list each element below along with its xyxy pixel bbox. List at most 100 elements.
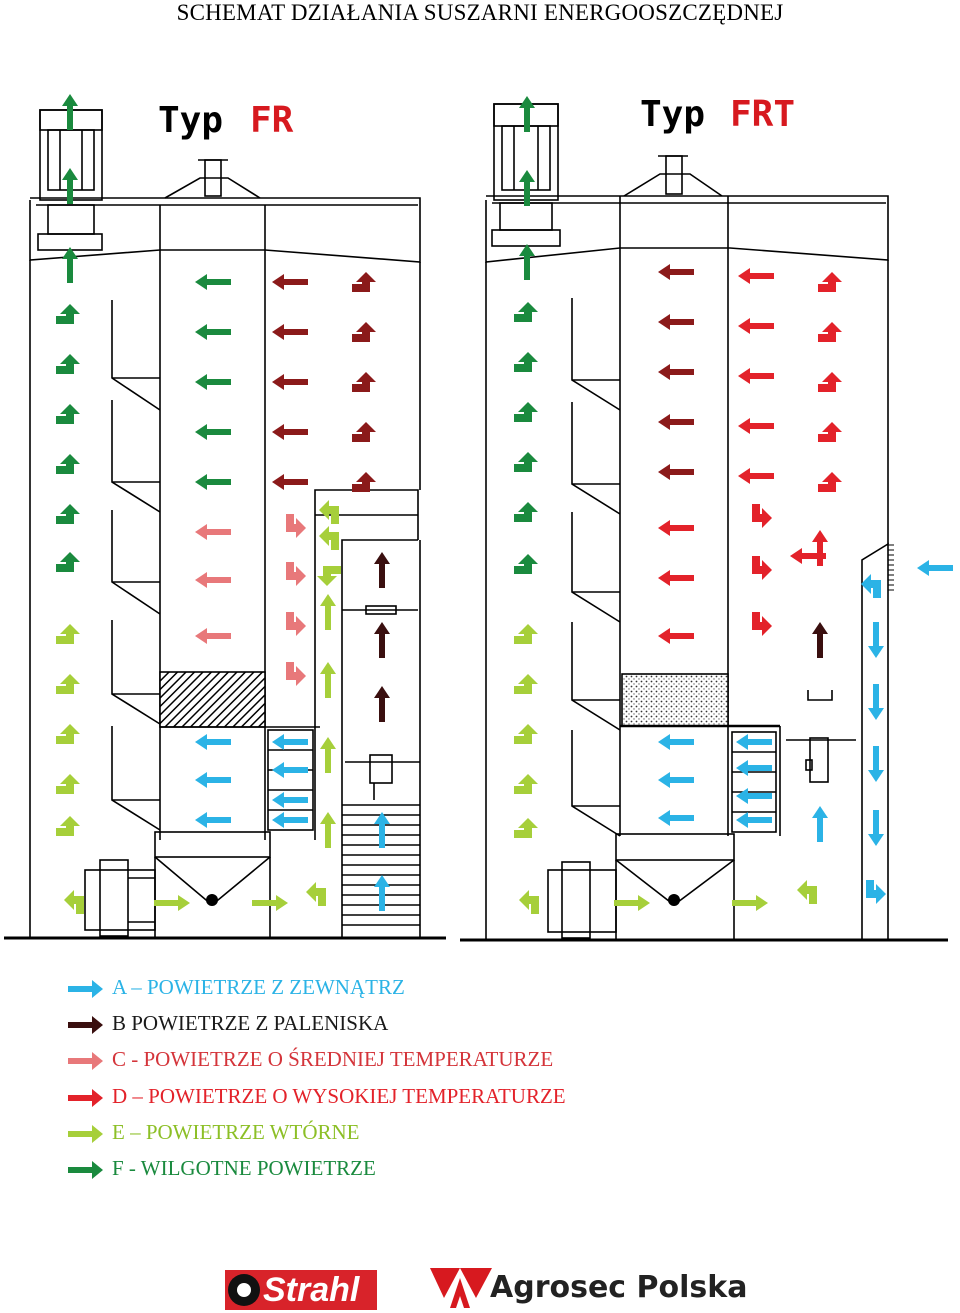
agrosec-logo-text: Agrosec Polska (490, 1270, 748, 1305)
airflow-arrow-81 (658, 364, 694, 380)
page-title: SCHEMAT DZIAŁANIA SUSZARNI ENERGOOSZCZĘD… (176, 0, 784, 25)
legend-arrow-icon (68, 1089, 103, 1107)
airflow-arrow-72 (514, 724, 538, 744)
dryer-fr-auger (206, 894, 218, 906)
legend-item-f: F - WILGOTNE POWIETRZE (68, 1156, 668, 1186)
legend-label-d: D – POWIETRZE O WYSOKIEJ TEMPERATURZE (112, 1084, 566, 1108)
airflow-arrow-97 (752, 504, 772, 528)
airflow-arrow-28 (272, 324, 308, 340)
airflow-arrow-35 (352, 422, 376, 442)
airflow-arrow-59 (374, 812, 390, 848)
airflow-arrow-93 (818, 322, 842, 342)
airflow-arrow-99 (752, 612, 772, 636)
legend-item-c: C - POWIETRZE O ŚREDNIEJ TEMPERATURZE (68, 1047, 668, 1077)
airflow-arrow-111 (917, 560, 953, 576)
airflow-arrow-64 (514, 302, 538, 322)
airflow-arrow-13 (56, 774, 80, 794)
airflow-arrow-75 (519, 890, 539, 914)
airflow-arrow-4 (56, 304, 80, 324)
airflow-arrow-102 (812, 622, 828, 658)
legend-item-e: E – POWIETRZE WTÓRNE (68, 1120, 668, 1150)
airflow-arrow-107 (736, 760, 772, 776)
agrosec-logo: Agrosec Polska (430, 1268, 747, 1312)
airflow-arrow-50 (317, 566, 341, 586)
airflow-arrow-60 (374, 875, 390, 911)
dryer-frt-type-code: FRT (730, 94, 795, 135)
airflow-arrow-10 (56, 624, 80, 644)
airflow-arrow-98 (752, 556, 772, 580)
airflow-arrow-63 (519, 244, 535, 280)
airflow-arrow-55 (374, 552, 390, 588)
legend-arrow-icon (68, 980, 103, 998)
airflow-arrow-61 (519, 96, 535, 132)
airflow-arrow-68 (514, 502, 538, 522)
airflow-arrow-96 (818, 472, 842, 492)
airflow-arrow-30 (272, 424, 308, 440)
airflow-arrow-6 (56, 404, 80, 424)
airflow-arrow-34 (352, 372, 376, 392)
airflow-arrow-27 (272, 274, 308, 290)
airflow-arrows (56, 94, 953, 914)
airflow-arrow-37 (286, 514, 306, 538)
airflow-arrow-11 (56, 674, 80, 694)
airflow-arrow-86 (658, 628, 694, 644)
airflow-arrow-42 (195, 772, 231, 788)
airflow-arrow-22 (195, 424, 231, 440)
airflow-arrow-2 (62, 168, 78, 204)
legend-arrow-icon (68, 1052, 103, 1070)
airflow-arrow-26 (195, 628, 231, 644)
legend-label-e: E – POWIETRZE WTÓRNE (112, 1120, 360, 1144)
airflow-arrow-115 (868, 746, 884, 782)
airflow-arrow-31 (272, 474, 308, 490)
legend-label-b: B POWIETRZE Z PALENISKA (112, 1011, 389, 1035)
airflow-arrow-36 (352, 472, 376, 492)
airflow-arrow-58 (374, 686, 390, 722)
airflow-arrow-87 (738, 268, 774, 284)
airflow-arrow-3 (62, 247, 78, 283)
airflow-arrow-88 (738, 318, 774, 334)
airflow-arrow-20 (195, 324, 231, 340)
strahl-logo: Strahl (225, 1270, 377, 1310)
legend-item-d: D – POWIETRZE O WYSOKIEJ TEMPERATURZE (68, 1084, 668, 1114)
dryer-fr (4, 109, 446, 940)
airflow-arrow-82 (658, 414, 694, 430)
legend-label-a: A – POWIETRZE Z ZEWNĄTRZ (112, 975, 405, 999)
airflow-arrow-94 (818, 372, 842, 392)
airflow-arrow-18 (306, 882, 326, 906)
airflow-arrow-73 (514, 774, 538, 794)
airflow-arrow-62 (519, 170, 535, 206)
airflow-arrow-101 (812, 530, 828, 566)
airflow-arrow-43 (195, 812, 231, 828)
airflow-arrow-8 (56, 504, 80, 524)
airflow-arrow-110 (812, 806, 828, 842)
airflow-arrow-40 (286, 662, 306, 686)
dryer-diagram: Typ FR Typ FRT (4, 94, 953, 942)
airflow-arrow-41 (195, 734, 231, 750)
airflow-arrow-85 (658, 570, 694, 586)
airflow-arrow-45 (272, 762, 308, 778)
airflow-arrow-74 (514, 818, 538, 838)
airflow-arrow-17 (252, 895, 288, 911)
footer-logos: Strahl Agrosec Polska (0, 1260, 960, 1313)
airflow-arrow-12 (56, 724, 80, 744)
airflow-arrow-104 (658, 772, 694, 788)
dryer-frt (460, 103, 948, 942)
airflow-arrow-112 (861, 574, 881, 598)
airflow-arrow-23 (195, 474, 231, 490)
airflow-arrow-117 (866, 880, 886, 904)
airflow-arrow-89 (738, 368, 774, 384)
airflow-arrow-92 (818, 272, 842, 292)
airflow-arrow-105 (658, 810, 694, 826)
airflow-arrow-54 (320, 812, 336, 848)
airflow-arrow-70 (514, 624, 538, 644)
airflow-arrow-24 (195, 524, 231, 540)
airflow-arrow-114 (868, 684, 884, 720)
airflow-arrow-80 (658, 314, 694, 330)
airflow-arrow-116 (868, 810, 884, 846)
airflow-arrow-56 (374, 622, 390, 658)
airflow-arrow-25 (195, 572, 231, 588)
airflow-arrow-91 (738, 468, 774, 484)
airflow-arrow-84 (658, 520, 694, 536)
dryer-frt-type-word: Typ (640, 94, 705, 135)
airflow-arrow-113 (868, 622, 884, 658)
